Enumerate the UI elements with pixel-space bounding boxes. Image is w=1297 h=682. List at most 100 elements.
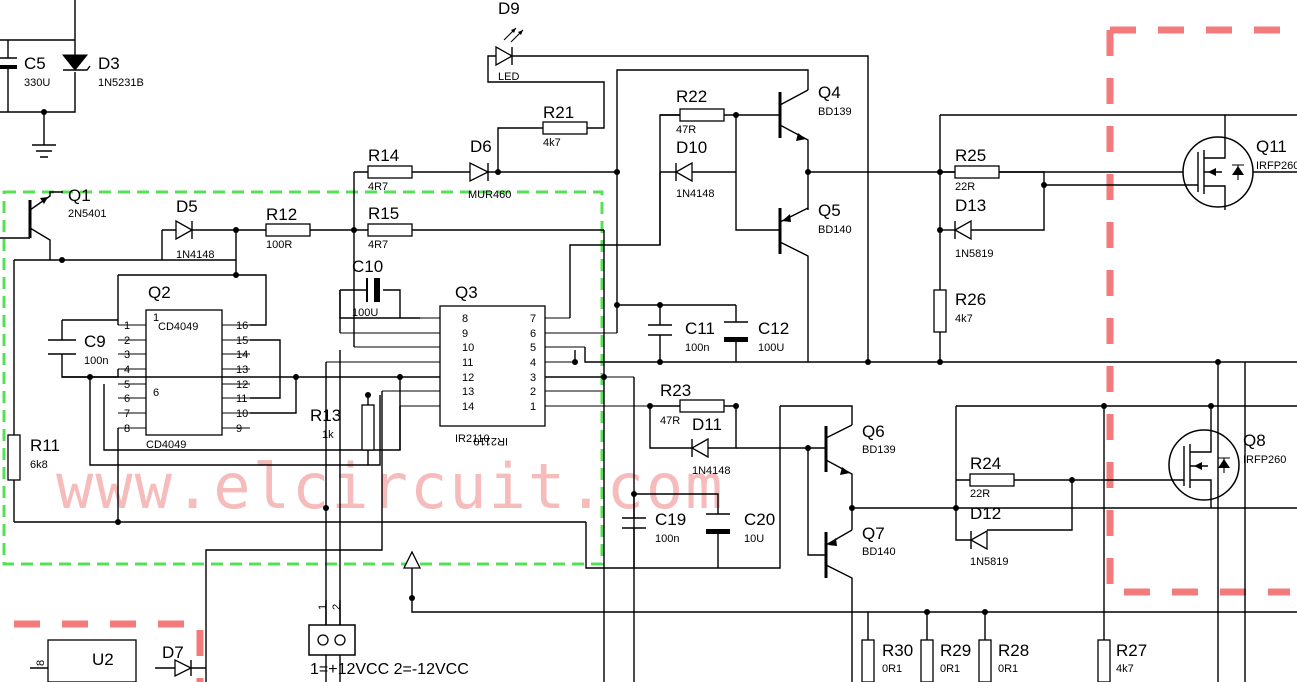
svg-text:2: 2 <box>124 335 130 347</box>
d6-ref: D6 <box>470 137 492 156</box>
junction-dots <box>41 109 1221 615</box>
r24-value: 22R <box>970 488 990 500</box>
svg-text:12: 12 <box>236 379 248 391</box>
c19-value: 100n <box>655 533 679 545</box>
r27-value: 4k7 <box>1116 663 1134 675</box>
r26-ref: R26 <box>955 290 986 309</box>
svg-text:3: 3 <box>124 349 130 361</box>
svg-text:16: 16 <box>236 320 248 332</box>
r24-ref: R24 <box>970 454 1001 473</box>
d12-ref: D12 <box>970 504 1001 523</box>
q5-value: BD140 <box>818 224 852 236</box>
q3-part-mirrored: IR2110 <box>473 435 508 447</box>
r11-ref: R11 <box>30 436 60 455</box>
upper-totem-network <box>659 89 1297 362</box>
r23-ref: R23 <box>660 381 691 400</box>
r22-value: 47R <box>676 124 696 136</box>
connector-pin-2: 2 <box>331 604 343 610</box>
svg-text:4: 4 <box>530 357 536 369</box>
svg-text:14: 14 <box>462 401 474 413</box>
c10-ref: C10 <box>352 257 383 276</box>
aux-region-outline <box>14 620 204 682</box>
q2-right-pin-numbers: 16 15 14 13 12 11 10 9 <box>236 320 248 435</box>
r29-ref: R29 <box>940 641 971 660</box>
svg-text:13: 13 <box>462 386 474 398</box>
watermark: www.elcircuit.com <box>56 450 725 523</box>
c9-value: 100n <box>84 355 108 367</box>
c11-ref: C11 <box>685 319 715 338</box>
r12-ref: R12 <box>266 205 297 224</box>
c10-value: 100U <box>352 307 378 319</box>
c12-ref: C12 <box>758 319 789 338</box>
q5-ref: Q5 <box>818 201 841 220</box>
r15-value: 4R7 <box>368 239 388 251</box>
q11-ref: Q11 <box>1256 137 1287 156</box>
q1-transistor <box>0 191 63 260</box>
q2-part: CD4049 <box>158 321 198 333</box>
connector-note: 1=+12VCC 2=-12VCC <box>310 661 469 678</box>
c9-ref: C9 <box>84 332 106 351</box>
q2-ic-body <box>145 309 223 436</box>
svg-text:9: 9 <box>462 328 468 340</box>
power-connector <box>308 600 356 656</box>
r29-value: 0R1 <box>940 663 960 675</box>
q7-ref: Q7 <box>862 524 885 543</box>
r30-value: 0R1 <box>882 663 902 675</box>
r26-value: 4k7 <box>955 313 973 325</box>
c20-ref: C20 <box>744 510 775 529</box>
r14-r15-d6-network <box>353 27 869 362</box>
d3-ref: D3 <box>98 54 120 73</box>
d5-value: 1N4148 <box>176 249 215 261</box>
c5-d3-block <box>0 0 91 158</box>
q8-ref: Q8 <box>1243 431 1266 450</box>
mosfet-region-outline <box>1106 26 1297 596</box>
q2-inner-pin-1: 1 <box>153 312 159 324</box>
d13-ref: D13 <box>955 196 986 215</box>
svg-text:6: 6 <box>530 328 536 340</box>
r15-ref: R15 <box>368 204 399 223</box>
c12-value: 100U <box>758 342 784 354</box>
q8-gate-network <box>955 362 1297 682</box>
svg-text:14: 14 <box>236 349 248 361</box>
svg-text:12: 12 <box>462 372 474 384</box>
q4-ref: Q4 <box>818 83 841 102</box>
svg-text:7: 7 <box>530 313 536 325</box>
r25-value: 22R <box>955 181 975 193</box>
q8-value: IRFP260 <box>1243 454 1286 466</box>
q3-part: IR2110 <box>455 433 490 445</box>
c19-c20-capacitors <box>622 493 730 568</box>
svg-text:5: 5 <box>530 342 536 354</box>
q2-ref: Q2 <box>148 283 171 302</box>
svg-text:8: 8 <box>124 423 130 435</box>
r12-value: 100R <box>266 239 292 251</box>
q6-value: BD139 <box>862 444 896 456</box>
svg-text:10: 10 <box>236 408 248 420</box>
svg-text:11: 11 <box>462 357 473 369</box>
svg-text:8: 8 <box>462 313 468 325</box>
q2-pin-stubs <box>118 324 250 429</box>
r25-ref: R25 <box>955 146 986 165</box>
svg-text:10: 10 <box>462 342 474 354</box>
svg-text:7: 7 <box>124 408 130 420</box>
c11-value: 100n <box>685 342 709 354</box>
r28-value: 0R1 <box>998 663 1018 675</box>
c19-ref: C19 <box>655 510 686 529</box>
u2-pin-8: 8 <box>35 660 47 666</box>
q3-left-pin-numbers: 8 9 10 11 12 13 14 <box>462 313 474 413</box>
r11-value: 6k8 <box>30 459 48 471</box>
d10-ref: D10 <box>676 138 707 157</box>
svg-text:6: 6 <box>124 393 130 405</box>
d5-ref: D5 <box>176 197 198 216</box>
q3-pin-stubs <box>326 317 650 407</box>
q11-value: IRFP260 <box>1256 160 1297 172</box>
q2-left-pin-numbers: 1 2 3 4 5 6 7 8 <box>124 320 130 435</box>
r27-ref: R27 <box>1116 641 1147 660</box>
q6-ref: Q6 <box>862 422 885 441</box>
connector-pin-1: 1 <box>317 604 329 610</box>
r13-resistor <box>361 395 375 465</box>
q1-ref: Q1 <box>68 186 91 205</box>
q3-ref: Q3 <box>455 283 478 302</box>
d11-value: 1N4148 <box>692 465 731 477</box>
d9-value: LED <box>498 71 519 83</box>
svg-text:1: 1 <box>124 320 130 332</box>
